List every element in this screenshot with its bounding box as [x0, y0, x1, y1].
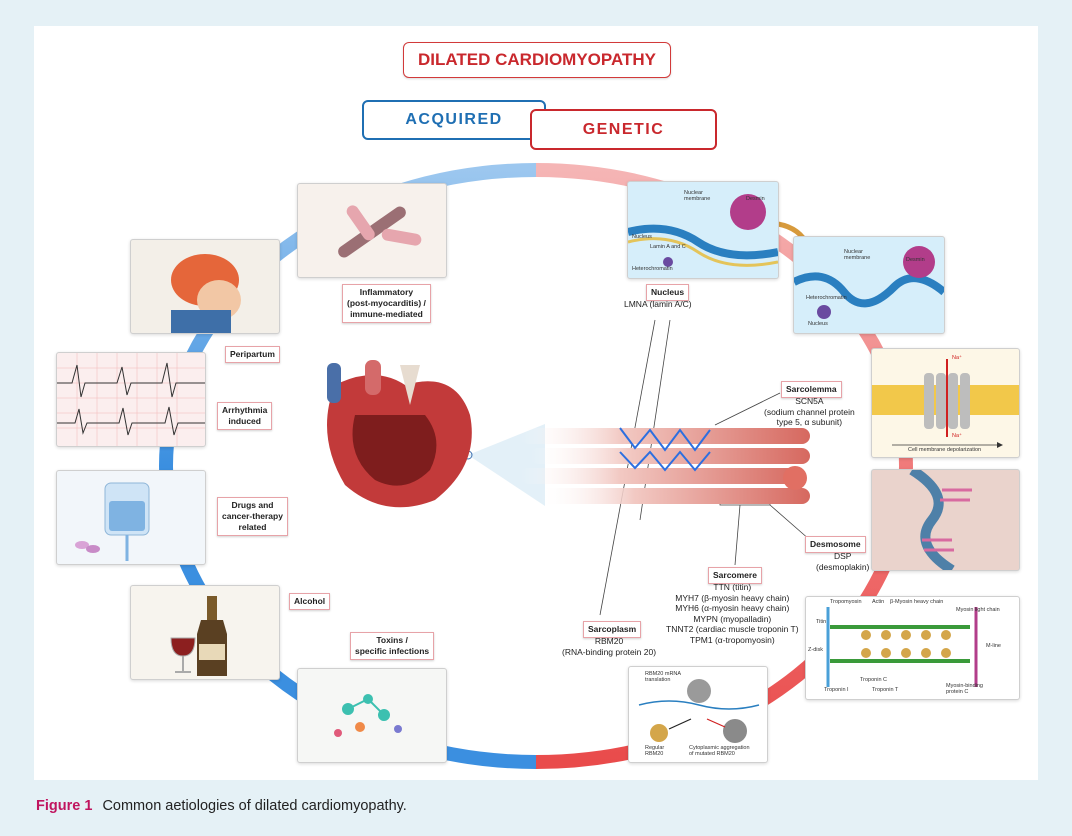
sarcolemma-genes: SCN5A (sodium channel protein type 5, α …: [764, 396, 855, 427]
caption-text: Common aetiologies of dilated cardiomyop…: [102, 798, 407, 814]
peripartum-label: Peripartum: [225, 346, 280, 363]
genetic-branch-box: GENETIC: [530, 109, 717, 150]
inflammatory-label: Inflammatory (post-myocarditis) / immune…: [342, 284, 431, 323]
sarcomere-label: Sarcomere: [708, 567, 762, 584]
desmosome-image: [871, 469, 1020, 571]
magnification-cone: [468, 424, 545, 506]
nucleus-membrane-image: Nuclear membrane Desmin Nucleus Lamin A …: [627, 181, 779, 279]
sodium-channel-image: Na⁺ Na⁺ Cell membrane depolarization: [871, 348, 1020, 458]
rbm20-image: RBM20 mRNA translation Regular RBM20 Cyt…: [628, 666, 768, 763]
sarcolemma-label: Sarcolemma: [781, 381, 842, 398]
sarcoplasm-label: Sarcoplasm: [583, 621, 642, 638]
nucleus-mutant-image: Nuclear membrane Desmin Heterochromatin …: [793, 236, 945, 334]
alcohol-label: Alcohol: [289, 593, 331, 610]
alcohol-image: [130, 585, 280, 680]
page-title: DILATED CARDIOMYOPATHY: [403, 42, 671, 78]
pregnant-woman-image: [130, 239, 280, 334]
sarcoplasm-genes: RBM20 (RNA-binding protein 20): [562, 636, 657, 657]
toxins-image: [297, 668, 447, 763]
iv-drip-image: [56, 470, 206, 565]
sarcomere-image: Tropomyosin Actin β-Myosin heavy chain M…: [805, 596, 1020, 700]
drugs-label: Drugs and cancer-therapy related: [217, 497, 288, 536]
nucleus-genes: LMNA (lamin A/C): [624, 299, 692, 309]
heart-illustration: [305, 355, 483, 515]
ecg-image: [56, 352, 206, 447]
immune-antibody-image: [297, 183, 447, 278]
acquired-branch-box: ACQUIRED: [362, 100, 546, 140]
figure-number: Figure 1: [36, 798, 93, 814]
sarcomere-genes: TTN (titin) MYH7 (β-myosin heavy chain) …: [666, 582, 799, 645]
figure-caption: Figure 1 Common aetiologies of dilated c…: [36, 798, 407, 814]
toxins-label: Toxins / specific infections: [350, 632, 435, 660]
nucleus-label: Nucleus: [646, 284, 690, 301]
muscle-fiber-illustration: [520, 408, 810, 516]
desmosome-label: Desmosome: [805, 536, 866, 553]
arrhythmia-label: Arrhythmia induced: [217, 402, 273, 430]
desmosome-genes: DSP (desmoplakin): [816, 551, 870, 572]
